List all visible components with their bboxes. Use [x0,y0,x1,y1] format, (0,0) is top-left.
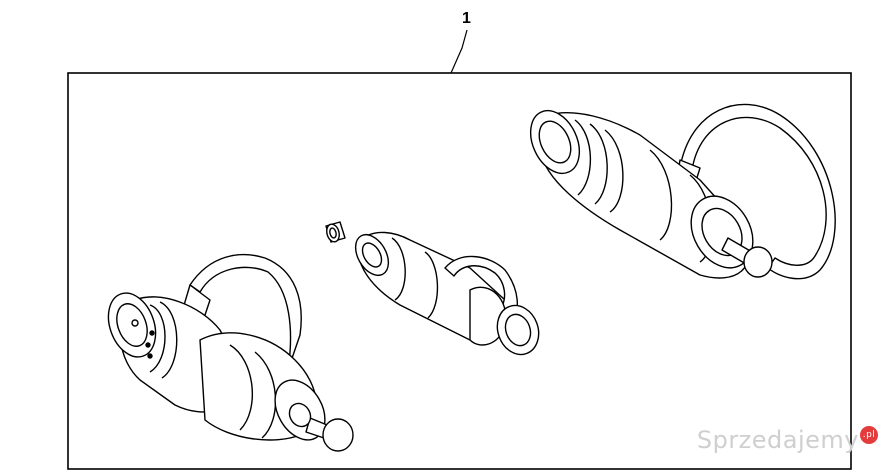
watermark-badge: .pl [860,426,878,444]
site-watermark: Sprzedajemy.pl [697,426,878,454]
nipple-center [354,231,540,356]
callout-leader [450,29,468,74]
kit-frame [67,72,852,470]
small-bushing [325,221,346,243]
callout-number: 1 [462,10,471,27]
watermark-text: Sprzedajemy [696,426,859,454]
coupler-right [529,103,836,280]
coupler-left [107,253,354,452]
